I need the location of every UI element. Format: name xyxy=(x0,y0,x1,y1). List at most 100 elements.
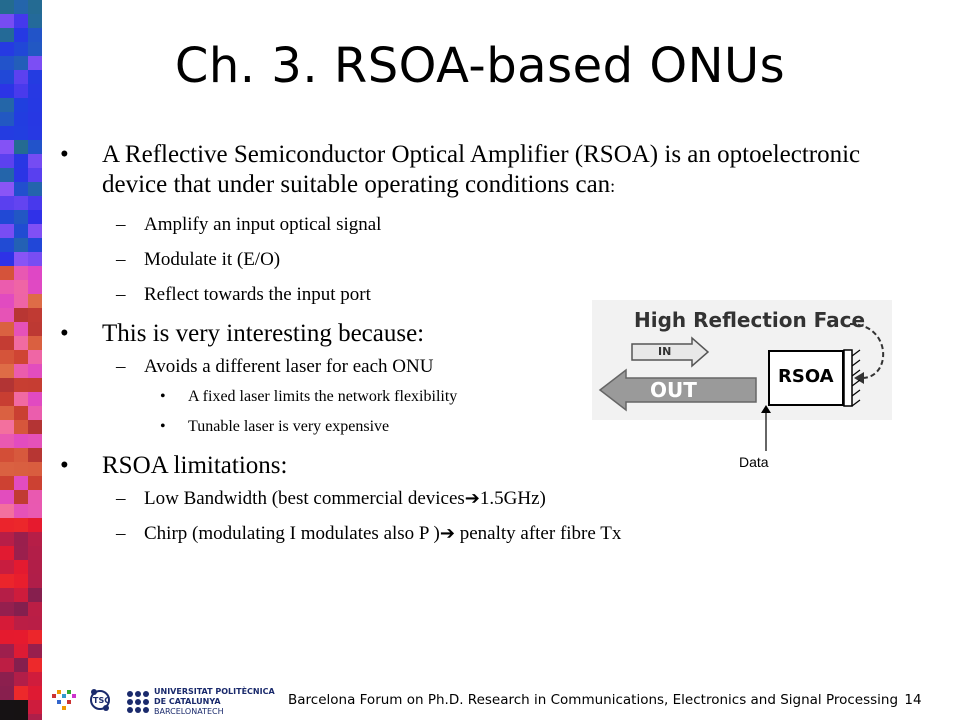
mosaic-tile xyxy=(0,0,14,14)
mosaic-tile xyxy=(14,84,28,98)
mosaic-tile xyxy=(14,224,28,238)
mosaic-tile xyxy=(28,588,42,602)
bullet-intro: • A Reflective Semiconductor Optical Amp… xyxy=(60,140,890,201)
mosaic-tile xyxy=(14,14,28,28)
mosaic-tile xyxy=(0,126,14,140)
mosaic-tile xyxy=(14,336,28,350)
reason-item: • Tunable laser is very expensive xyxy=(60,417,890,437)
mosaic-tile xyxy=(28,252,42,266)
mosaic-tile xyxy=(28,168,42,182)
decorative-side-strip xyxy=(0,0,42,720)
mosaic-tile xyxy=(0,490,14,504)
mosaic-tile xyxy=(0,658,14,672)
mosaic-tile xyxy=(28,98,42,112)
in-label: IN xyxy=(658,345,672,358)
mosaic-tile xyxy=(14,574,28,588)
intro-colon: : xyxy=(610,176,616,196)
capability-item: – Modulate it (E/O) xyxy=(60,248,890,272)
mosaic-tile xyxy=(28,126,42,140)
avoids-text: Avoids a different laser for each ONU xyxy=(144,356,434,377)
mosaic-tile xyxy=(14,98,28,112)
mosaic-tile xyxy=(28,630,42,644)
intro-text: A Reflective Semiconductor Optical Ampli… xyxy=(102,141,861,198)
mosaic-tile xyxy=(14,266,28,280)
mosaic-tile xyxy=(0,588,14,602)
mosaic-tile xyxy=(28,560,42,574)
mosaic-tile xyxy=(28,196,42,210)
mosaic-tile xyxy=(28,42,42,56)
bullet-marker: • xyxy=(60,452,69,479)
mosaic-tile xyxy=(28,308,42,322)
mosaic-tile xyxy=(0,630,14,644)
footer-logos: TSC UNIVERSITAT POLITÈCNICA DE CATALUNYA… xyxy=(48,682,278,718)
reflector-hatch xyxy=(851,349,861,407)
mosaic-tile xyxy=(28,56,42,70)
upc-name-line3: BARCELONATECH xyxy=(154,707,224,716)
mosaic-tile xyxy=(14,308,28,322)
upc-logo-icon: UNIVERSITAT POLITÈCNICA DE CATALUNYA BAR… xyxy=(127,685,275,716)
limitation-text: Low Bandwidth (best commercial devices xyxy=(144,488,465,509)
data-arrow-icon xyxy=(761,405,771,451)
mosaic-tile xyxy=(0,336,14,350)
mosaic-tile xyxy=(14,238,28,252)
rsoa-diagram: High Reflection Face IN OUT RSOA xyxy=(592,300,892,420)
mosaic-tile xyxy=(28,420,42,434)
mosaic-tile xyxy=(14,518,28,532)
mosaic-tile xyxy=(14,490,28,504)
dash-marker: – xyxy=(116,523,126,544)
mosaic-tile xyxy=(0,616,14,630)
capability-text: Amplify an input optical signal xyxy=(144,214,382,235)
mosaic-tile xyxy=(14,714,28,720)
mosaic-tile xyxy=(14,126,28,140)
upc-name-line2: DE CATALUNYA xyxy=(154,697,221,706)
mosaic-tile xyxy=(28,112,42,126)
mosaic-tile xyxy=(14,406,28,420)
limitation-text: Chirp (modulating I modulates also P ) xyxy=(144,523,440,544)
mosaic-tile xyxy=(14,602,28,616)
mosaic-tile xyxy=(14,476,28,490)
capability-text: Modulate it (E/O) xyxy=(144,249,281,270)
upc-name-line1: UNIVERSITAT POLITÈCNICA xyxy=(154,685,275,696)
mosaic-tile xyxy=(14,686,28,700)
mosaic-tile xyxy=(28,182,42,196)
arrow-icon: ➔ xyxy=(464,488,480,509)
mosaic-tile xyxy=(0,406,14,420)
mosaic-tile xyxy=(28,294,42,308)
mosaic-tile xyxy=(14,196,28,210)
mosaic-tile xyxy=(28,574,42,588)
reflector xyxy=(843,349,853,407)
mosaic-tile xyxy=(0,378,14,392)
rsoa-label: RSOA xyxy=(778,366,834,387)
mosaic-tile xyxy=(0,210,14,224)
mosaic-tile xyxy=(14,700,28,714)
mosaic-tile xyxy=(0,420,14,434)
mosaic-tile xyxy=(0,112,14,126)
reason-text: A fixed laser limits the network flexibi… xyxy=(188,388,458,405)
mosaic-tile xyxy=(28,14,42,28)
mosaic-tile xyxy=(14,350,28,364)
limitation-item: – Chirp (modulating I modulates also P )… xyxy=(60,522,890,546)
mosaic-tile xyxy=(28,336,42,350)
mosaic-tile xyxy=(28,238,42,252)
mosaic-tile xyxy=(14,56,28,70)
mosaic-tile xyxy=(0,714,14,720)
mosaic-tile xyxy=(14,154,28,168)
mosaic-tile xyxy=(0,644,14,658)
bullet-interesting: • This is very interesting because: xyxy=(60,319,890,349)
mosaic-tile xyxy=(28,210,42,224)
limitation-text: 1.5GHz) xyxy=(479,488,546,509)
mosaic-tile xyxy=(0,266,14,280)
footer-text: Barcelona Forum on Ph.D. Research in Com… xyxy=(288,692,899,708)
mosaic-tile xyxy=(14,532,28,546)
mosaic-tile xyxy=(28,644,42,658)
forum-logo-icon xyxy=(52,690,76,710)
mosaic-tile xyxy=(0,70,14,84)
mosaic-tile xyxy=(0,686,14,700)
mosaic-tile xyxy=(14,588,28,602)
footer-caption: Barcelona Forum on Ph.D. Research in Com… xyxy=(288,692,922,708)
mosaic-tile xyxy=(28,504,42,518)
mosaic-tile xyxy=(14,420,28,434)
mosaic-tile xyxy=(28,658,42,672)
dash-marker: – xyxy=(116,214,126,235)
mosaic-tile xyxy=(0,476,14,490)
